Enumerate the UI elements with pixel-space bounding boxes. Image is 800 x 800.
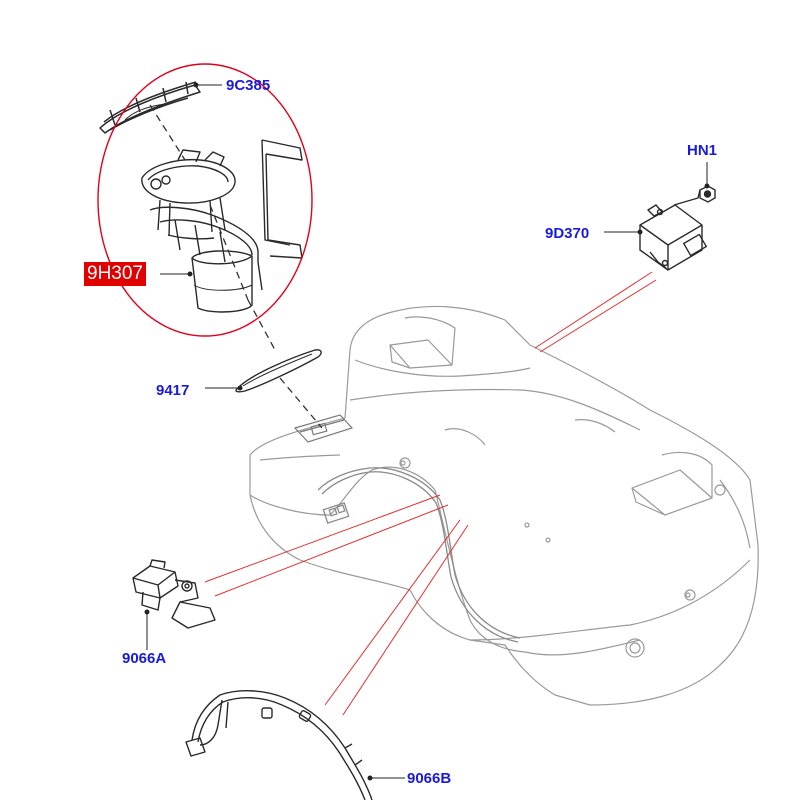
- assembly-axis: [149, 104, 323, 429]
- part-label-9066A[interactable]: 9066A: [122, 650, 167, 667]
- fuel-pump-module-part: [141, 139, 303, 313]
- fuel-tank: [249, 305, 759, 706]
- callout-circle: [97, 63, 313, 337]
- vent-valve-part: [132, 559, 216, 629]
- part-label-HN1[interactable]: HN1: [687, 142, 718, 159]
- leader-lines-black: [144, 82, 710, 781]
- seal-part: [235, 349, 322, 393]
- tank-pump-opening: [293, 414, 354, 443]
- vent-hose-part: [185, 690, 373, 800]
- part-label-9417[interactable]: 9417: [156, 382, 190, 399]
- part-label-9066B[interactable]: 9066B: [407, 770, 452, 787]
- part-label-9C385[interactable]: 9C385: [226, 77, 271, 94]
- part-label-9H307[interactable]: 9H307: [84, 262, 146, 286]
- lock-ring-part: [99, 81, 201, 134]
- part-label-9D370[interactable]: 9D370: [545, 225, 590, 242]
- leader-lines-red: [204, 271, 657, 716]
- control-module-part: [639, 189, 707, 271]
- tank-vent-line: [317, 467, 521, 643]
